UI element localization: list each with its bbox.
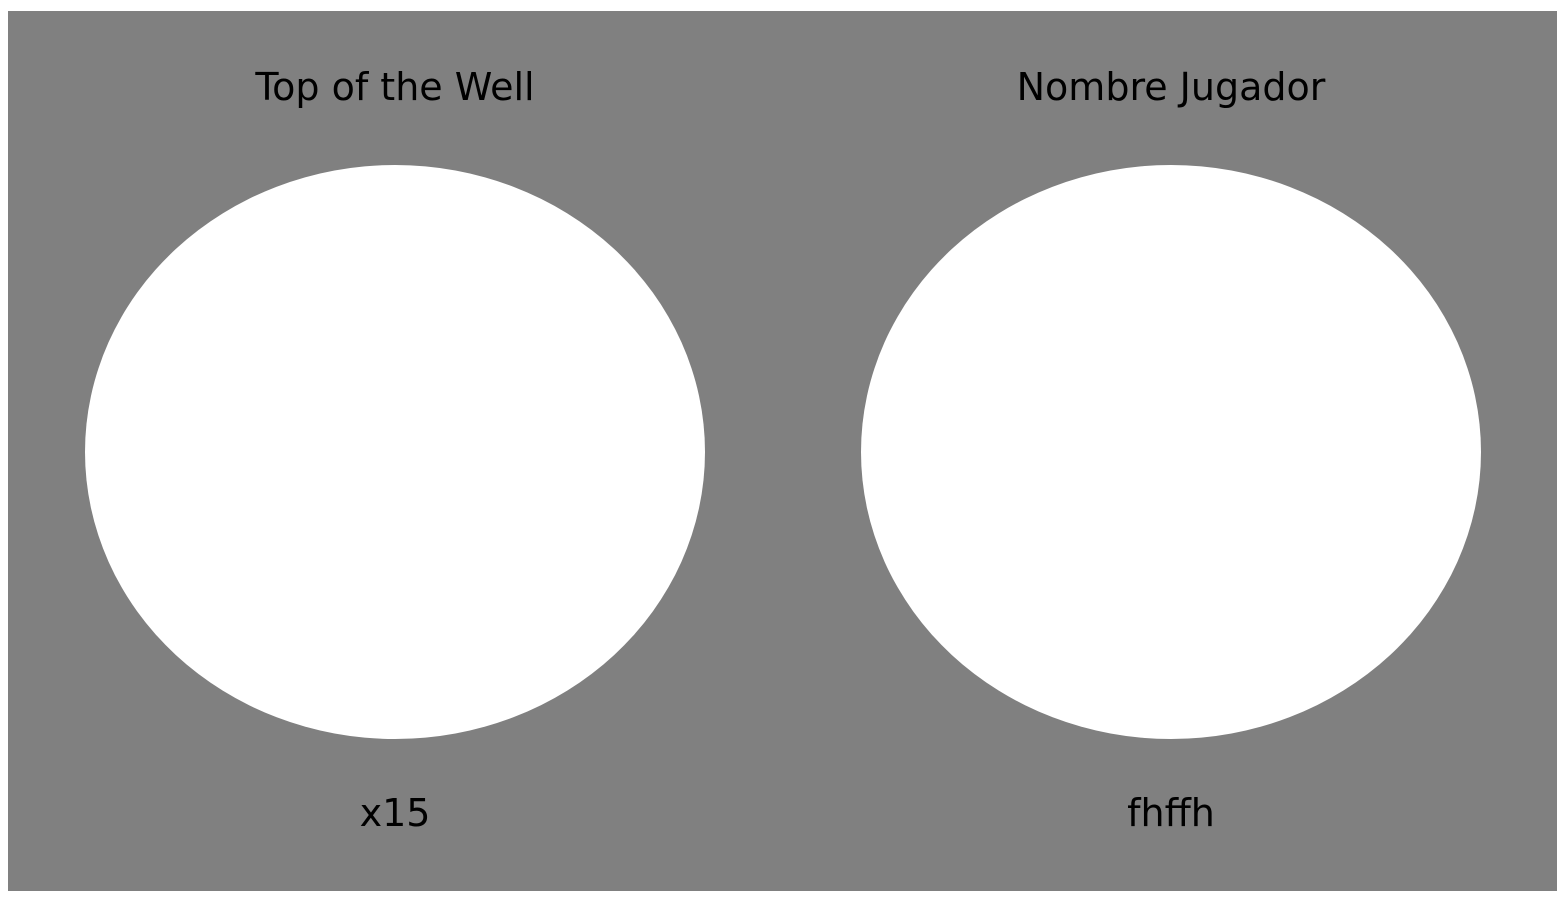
well-circle[interactable] [85, 165, 705, 739]
player-title: Nombre Jugador [1016, 65, 1326, 109]
game-panel: Top of the Well x15 Nombre Jugador fhffh [8, 11, 1557, 891]
well-card: Top of the Well x15 [85, 11, 705, 891]
player-card: Nombre Jugador fhffh [861, 11, 1481, 891]
player-name: fhffh [1127, 791, 1215, 835]
well-count: x15 [359, 791, 431, 835]
player-circle[interactable] [861, 165, 1481, 739]
well-title: Top of the Well [255, 65, 535, 109]
